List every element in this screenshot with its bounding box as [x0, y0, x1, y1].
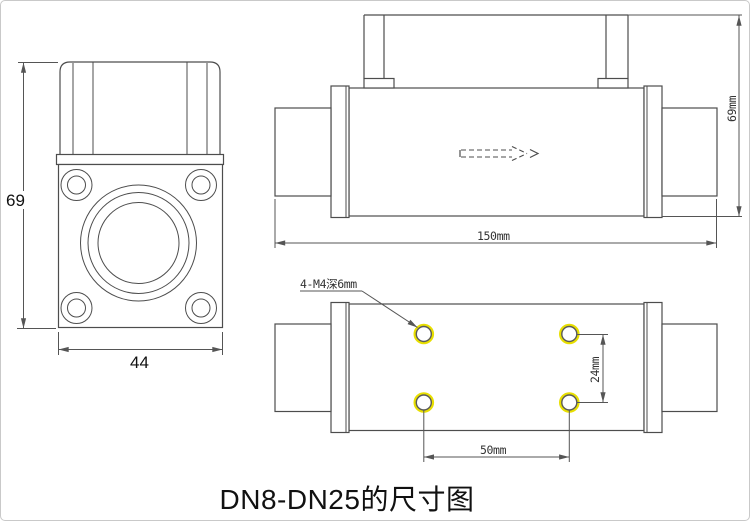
- hole-circle: [415, 394, 432, 411]
- hole-circle: [561, 394, 578, 411]
- side-length-label: 150mm: [477, 229, 510, 243]
- bolt-hole-inner: [191, 298, 211, 318]
- extension-line: [423, 410, 570, 462]
- mounting-hole: [413, 392, 435, 413]
- bolt-hole-outer: [60, 169, 93, 201]
- extension-line: [628, 14, 742, 217]
- drawing-title: DN8-DN25的尺寸图: [219, 484, 475, 515]
- mounting-hole: [558, 392, 580, 413]
- leader-line: [361, 290, 418, 328]
- front-flange: [55, 153, 225, 166]
- bolt-hole-outer: [60, 292, 93, 324]
- flow-arrow-tip: [529, 148, 540, 159]
- vertical-spacing-label: 24mm: [588, 356, 602, 383]
- port-circle-outer: [80, 184, 197, 302]
- side-view: 150mm 69mm: [274, 14, 742, 248]
- front-view: 69 44: [4, 61, 225, 372]
- front-bolt-hole: [185, 292, 217, 324]
- side-length-dimension: 150mm: [274, 199, 717, 248]
- side-pipe-left: [274, 107, 332, 197]
- bottom-body: [348, 303, 645, 432]
- flow-arrow-tail: [461, 149, 512, 158]
- front-bolt-hole: [60, 169, 93, 201]
- front-bolt-hole: [185, 169, 217, 201]
- bottom-pipe-left: [274, 323, 332, 413]
- extension-line: [274, 199, 717, 248]
- side-top-bracket: [363, 14, 629, 89]
- hole-highlight-ring: [413, 323, 435, 345]
- side-body: [348, 87, 645, 217]
- bottom-pipe-right: [661, 323, 718, 413]
- hole-circle: [561, 325, 578, 343]
- mounting-hole: [413, 323, 435, 345]
- front-housing-ribs: [72, 62, 208, 155]
- extension-line: [58, 332, 223, 355]
- port-circle-middle: [87, 192, 190, 294]
- side-height-dimension: 69mm: [628, 14, 742, 217]
- front-width-dimension: 44: [58, 332, 223, 372]
- front-housing: [59, 61, 221, 156]
- front-height-dimension: 69: [4, 62, 58, 329]
- front-width-label: 44: [130, 353, 149, 372]
- bracket-foot-right: [597, 77, 629, 89]
- bolt-hole-inner: [67, 175, 86, 195]
- label-backing: [4, 191, 31, 209]
- bracket-foot-left: [363, 77, 395, 89]
- thread-callout: 4-M4深6mm: [300, 277, 418, 328]
- front-height-label: 69: [6, 191, 25, 210]
- mounting-hole: [558, 323, 580, 345]
- horizontal-spacing-label: 50mm: [480, 443, 507, 457]
- thread-label: 4-M4深6mm: [300, 277, 357, 291]
- bolt-hole-outer: [185, 292, 217, 324]
- front-bolt-hole: [60, 292, 93, 324]
- hole-circle: [415, 325, 432, 343]
- side-pipe-right: [661, 107, 718, 197]
- bottom-view: 4-M4深6mm 24mm 50mm: [274, 277, 718, 462]
- port-circle-inner: [97, 202, 180, 284]
- hole-spacing-vertical-dimension: 24mm: [577, 334, 608, 403]
- bolt-hole-inner: [67, 298, 86, 318]
- side-height-label: 69mm: [725, 95, 739, 122]
- flow-direction-arrow: [459, 146, 540, 161]
- bolt-hole-outer: [185, 169, 217, 201]
- bolt-hole-inner: [191, 175, 211, 195]
- front-body: [57, 163, 224, 329]
- front-port: [80, 184, 197, 302]
- flow-arrow-head: [511, 146, 528, 161]
- bracket-outline: [363, 14, 629, 79]
- hole-spacing-horizontal-dimension: 50mm: [423, 410, 570, 462]
